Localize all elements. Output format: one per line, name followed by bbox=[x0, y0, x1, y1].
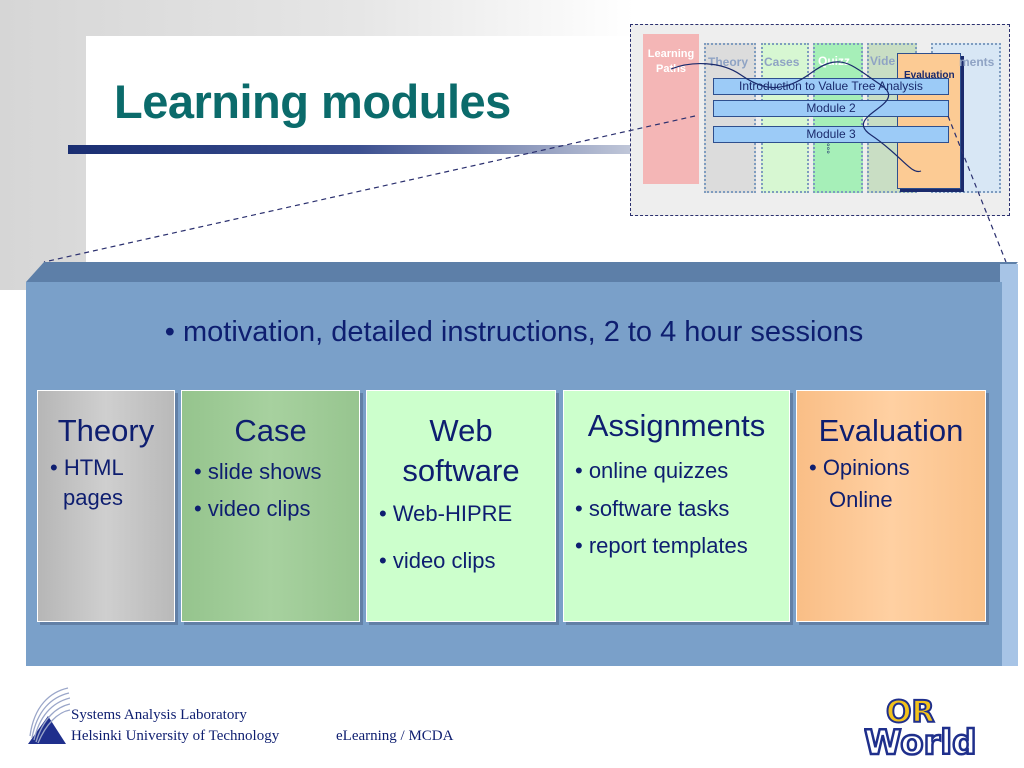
card-web-title-line1: Web bbox=[429, 413, 493, 448]
more-modules-indicator: °°° bbox=[821, 143, 831, 154]
quizz-column bbox=[813, 43, 863, 193]
card-theory-title: Theory bbox=[57, 413, 155, 448]
card-theory-item-2: pages bbox=[63, 485, 123, 510]
card-assignments-item-2: • software tasks bbox=[575, 496, 730, 521]
evaluation-col-label: Evaluation bbox=[904, 70, 955, 81]
footer-org-line1: Systems Analysis Laboratory bbox=[71, 707, 247, 723]
svg-text:World: World bbox=[864, 723, 976, 760]
card-assignments: Assignments • online quizzes • software … bbox=[563, 390, 790, 622]
card-evaluation: Evaluation • Opinions Online bbox=[796, 390, 986, 622]
card-evaluation-item-1: • Opinions bbox=[809, 455, 910, 480]
title-underline bbox=[68, 145, 648, 154]
slide-title: Learning modules bbox=[114, 75, 511, 128]
card-theory-item-1: • HTML bbox=[50, 455, 124, 480]
cases-col-label: Cases bbox=[764, 55, 800, 69]
card-theory: Theory • HTML pages bbox=[37, 390, 175, 622]
card-assignments-title: Assignments bbox=[587, 408, 766, 443]
card-case-item-1: • slide shows bbox=[194, 459, 322, 484]
card-case-title: Case bbox=[234, 413, 307, 448]
assignments-col-label: ments bbox=[959, 55, 995, 69]
card-case: Case • slide shows • video clips bbox=[181, 390, 360, 622]
theory-column bbox=[704, 43, 756, 193]
card-web-software: Web software • Web-HIPRE • video clips bbox=[366, 390, 556, 622]
module-3-bar: Module 3 bbox=[713, 126, 949, 143]
panel-subtitle: • motivation, detailed instructions, 2 t… bbox=[164, 316, 864, 348]
panel-top-bevel bbox=[26, 262, 1018, 282]
footer-org-line2: Helsinki University of Technology bbox=[71, 728, 280, 744]
card-web-title-line2: software bbox=[402, 453, 520, 488]
card-web-item-2: • video clips bbox=[379, 548, 496, 573]
card-assignments-item-1: • online quizzes bbox=[575, 458, 729, 483]
thumbnail-diagram: Learning Paths Theory Cases Quizz Vide m… bbox=[630, 24, 1010, 216]
intro-module-bar: Introduction to Value Tree Analysis bbox=[713, 78, 949, 95]
university-logo bbox=[28, 687, 70, 744]
card-web-item-1: • Web-HIPRE bbox=[379, 501, 513, 526]
cases-column bbox=[761, 43, 809, 193]
video-col-label: Vide bbox=[870, 54, 896, 68]
panel-side-bevel bbox=[1000, 264, 1018, 666]
footer-course: eLearning / MCDA bbox=[336, 728, 454, 744]
card-evaluation-title: Evaluation bbox=[818, 413, 964, 448]
card-assignments-item-3: • report templates bbox=[575, 533, 748, 558]
card-case-item-2: • video clips bbox=[194, 496, 311, 521]
learning-path-curve bbox=[670, 61, 922, 173]
or-world-logo: OR World bbox=[864, 694, 978, 760]
svg-text:OR: OR bbox=[886, 695, 935, 730]
module-2-bar: Module 2 bbox=[713, 100, 949, 117]
learning-paths-label-line1: Learning bbox=[647, 48, 695, 60]
card-evaluation-item-2: Online bbox=[829, 487, 893, 512]
